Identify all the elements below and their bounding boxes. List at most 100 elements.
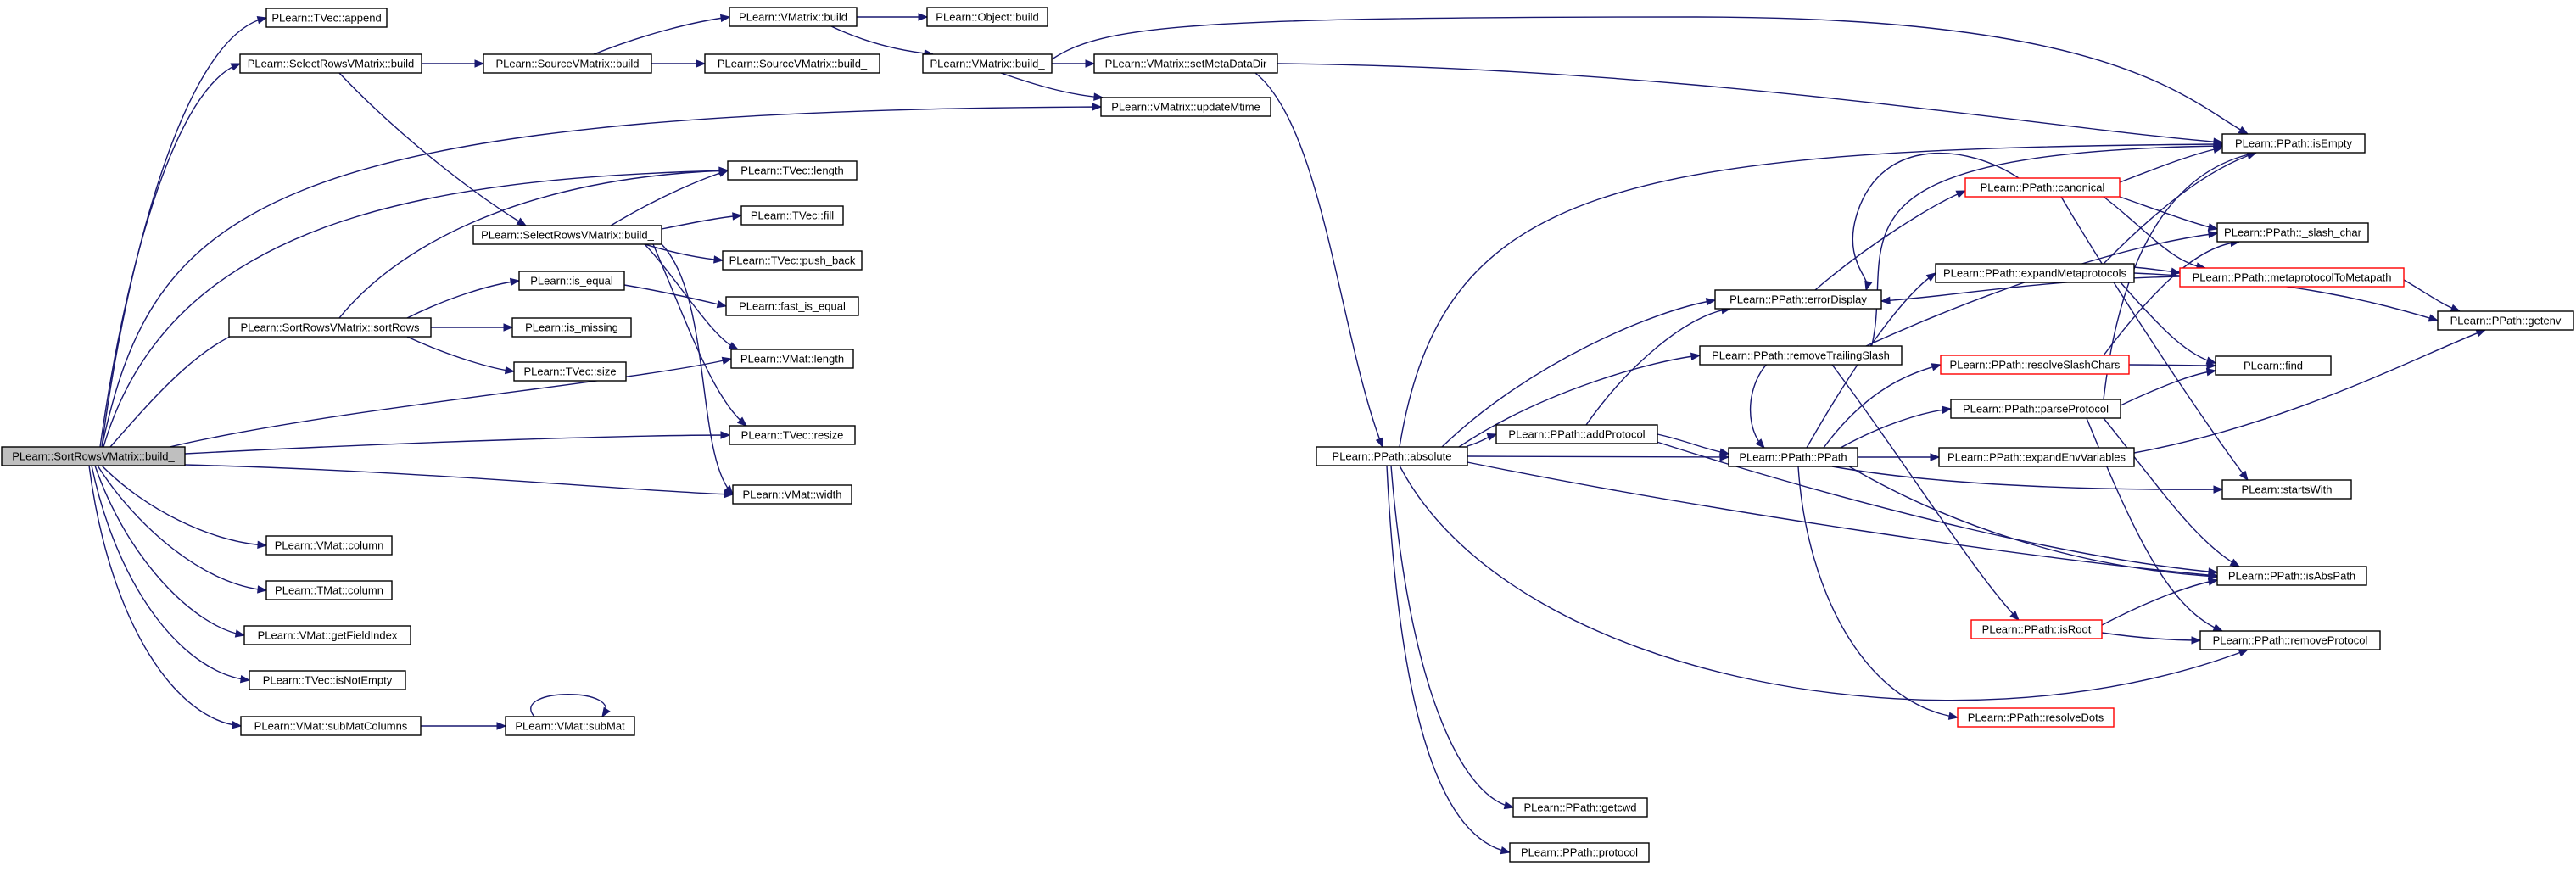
node-box[interactable]	[1970, 619, 2103, 639]
node-pl-find[interactable]: PLearn::find	[2215, 355, 2332, 376]
node-box[interactable]	[1, 446, 186, 466]
node-box[interactable]	[2179, 267, 2405, 288]
node-box[interactable]	[518, 271, 625, 291]
node-pp-expenv[interactable]: PLearn::PPath::expandEnvVariables	[1938, 447, 2135, 467]
node-vmat-column[interactable]: PLearn::VMat::column	[265, 535, 393, 556]
node-box[interactable]	[1938, 447, 2135, 467]
node-is-equal[interactable]: PLearn::is_equal	[518, 271, 625, 291]
node-box[interactable]	[2221, 479, 2352, 500]
node-box[interactable]	[725, 296, 859, 316]
node-pp-slash[interactable]: PLearn::PPath::_slash_char	[2216, 222, 2369, 243]
node-pp-resdots[interactable]: PLearn::PPath::resolveDots	[1957, 707, 2115, 728]
node-box[interactable]	[922, 53, 1053, 74]
node-box[interactable]	[513, 361, 627, 382]
node-box[interactable]	[1495, 424, 1658, 444]
node-box[interactable]	[2215, 355, 2332, 376]
node-box[interactable]	[1093, 53, 1278, 74]
node-root[interactable]: PLearn::SortRowsVMatrix::build_	[1, 446, 186, 466]
node-box[interactable]	[1100, 97, 1271, 117]
node-box[interactable]	[472, 225, 662, 245]
node-box[interactable]	[722, 250, 863, 271]
node-selrows-build[interactable]: PLearn::SelectRowsVMatrix::build	[239, 53, 422, 74]
node-box[interactable]	[511, 317, 632, 338]
node-box[interactable]	[265, 580, 393, 600]
node-box[interactable]	[2216, 222, 2369, 243]
node-box[interactable]	[243, 625, 411, 645]
node-selrows-build-[interactable]: PLearn::SelectRowsVMatrix::build_	[472, 225, 662, 245]
node-box[interactable]	[1509, 842, 1650, 863]
node-sortrows[interactable]: PLearn::SortRowsVMatrix::sortRows	[228, 317, 432, 338]
node-pp-expmeta[interactable]: PLearn::PPath::expandMetaprotocols	[1935, 263, 2135, 283]
node-pp-addproto[interactable]: PLearn::PPath::addProtocol	[1495, 424, 1658, 444]
node-upd-mtime[interactable]: PLearn::VMatrix::updateMtime	[1100, 97, 1271, 117]
node-vm-build[interactable]: PLearn::VMatrix::build	[729, 7, 858, 27]
node-box[interactable]	[740, 205, 844, 226]
node-pp-resslash[interactable]: PLearn::PPath::resolveSlashChars	[1940, 355, 2130, 375]
node-pp-canonical[interactable]: PLearn::PPath::canonical	[1964, 177, 2121, 198]
node-box[interactable]	[727, 160, 858, 181]
node-pp-protocol[interactable]: PLearn::PPath::protocol	[1509, 842, 1650, 863]
node-pp-getenv[interactable]: PLearn::PPath::getenv	[2437, 310, 2574, 331]
node-vmat-length[interactable]: PLearn::VMat::length	[730, 349, 854, 369]
node-box[interactable]	[228, 317, 432, 338]
node-vmat-width[interactable]: PLearn::VMat::width	[732, 484, 852, 505]
node-box[interactable]	[249, 670, 406, 690]
node-vmat-submatcol[interactable]: PLearn::VMat::subMatColumns	[240, 716, 422, 736]
node-box[interactable]	[729, 425, 856, 445]
node-set-meta[interactable]: PLearn::VMatrix::setMetaDataDir	[1093, 53, 1278, 74]
node-src-build-[interactable]: PLearn::SourceVMatrix::build_	[704, 53, 880, 74]
node-obj-build[interactable]: PLearn::Object::build	[926, 7, 1048, 27]
node-box[interactable]	[2216, 566, 2367, 586]
node-pp-isabs[interactable]: PLearn::PPath::isAbsPath	[2216, 566, 2367, 586]
node-box[interactable]	[1957, 707, 2115, 728]
node-pp-ppath[interactable]: PLearn::PPath::PPath	[1728, 447, 1858, 467]
node-box[interactable]	[505, 716, 635, 736]
node-box[interactable]	[265, 8, 388, 28]
node-tmat-column[interactable]: PLearn::TMat::column	[265, 580, 393, 600]
node-box[interactable]	[1935, 263, 2135, 283]
node-pp-isroot[interactable]: PLearn::PPath::isRoot	[1970, 619, 2103, 639]
node-box[interactable]	[732, 484, 852, 505]
node-box[interactable]	[1950, 399, 2121, 419]
node-pp-isempty[interactable]: PLearn::PPath::isEmpty	[2221, 133, 2366, 154]
node-vmat-field[interactable]: PLearn::VMat::getFieldIndex	[243, 625, 411, 645]
node-box[interactable]	[2437, 310, 2574, 331]
node-pp-getcwd[interactable]: PLearn::PPath::getcwd	[1512, 797, 1648, 818]
node-vmat-submat[interactable]: PLearn::VMat::subMat	[505, 716, 635, 736]
node-box[interactable]	[240, 716, 422, 736]
node-tvec-notempty[interactable]: PLearn::TVec::isNotEmpty	[249, 670, 406, 690]
node-box[interactable]	[1699, 345, 1903, 366]
node-box[interactable]	[729, 7, 858, 27]
node-pp-rmtrail[interactable]: PLearn::PPath::removeTrailingSlash	[1699, 345, 1903, 366]
node-pp-errdisp[interactable]: PLearn::PPath::errorDisplay	[1714, 289, 1882, 310]
node-box[interactable]	[1964, 177, 2121, 198]
node-box[interactable]	[1512, 797, 1648, 818]
node-box[interactable]	[1940, 355, 2130, 375]
node-pl-startswith[interactable]: PLearn::startsWith	[2221, 479, 2352, 500]
node-box[interactable]	[730, 349, 854, 369]
node-pp-parseproto[interactable]: PLearn::PPath::parseProtocol	[1950, 399, 2121, 419]
node-vm-build-[interactable]: PLearn::VMatrix::build_	[922, 53, 1053, 74]
node-box[interactable]	[926, 7, 1048, 27]
node-box[interactable]	[1316, 446, 1468, 466]
node-box[interactable]	[2199, 630, 2381, 650]
node-tvec-size[interactable]: PLearn::TVec::size	[513, 361, 627, 382]
node-pp-rmproto[interactable]: PLearn::PPath::removeProtocol	[2199, 630, 2381, 650]
node-box[interactable]	[239, 53, 422, 74]
node-box[interactable]	[1728, 447, 1858, 467]
node-box[interactable]	[704, 53, 880, 74]
node-tvec-length[interactable]: PLearn::TVec::length	[727, 160, 858, 181]
node-src-build[interactable]: PLearn::SourceVMatrix::build	[483, 53, 652, 74]
node-pp-meta2path[interactable]: PLearn::PPath::metaprotocolToMetapath	[2179, 267, 2405, 288]
node-tvec-fill[interactable]: PLearn::TVec::fill	[740, 205, 844, 226]
node-box[interactable]	[1714, 289, 1882, 310]
node-pp-absolute[interactable]: PLearn::PPath::absolute	[1316, 446, 1468, 466]
node-tvec-append[interactable]: PLearn::TVec::append	[265, 8, 388, 28]
node-box[interactable]	[2221, 133, 2366, 154]
node-is-missing[interactable]: PLearn::is_missing	[511, 317, 632, 338]
node-fast-eq[interactable]: PLearn::fast_is_equal	[725, 296, 859, 316]
node-tvec-resize[interactable]: PLearn::TVec::resize	[729, 425, 856, 445]
node-tvec-push[interactable]: PLearn::TVec::push_back	[722, 250, 863, 271]
node-box[interactable]	[483, 53, 652, 74]
node-box[interactable]	[265, 535, 393, 556]
